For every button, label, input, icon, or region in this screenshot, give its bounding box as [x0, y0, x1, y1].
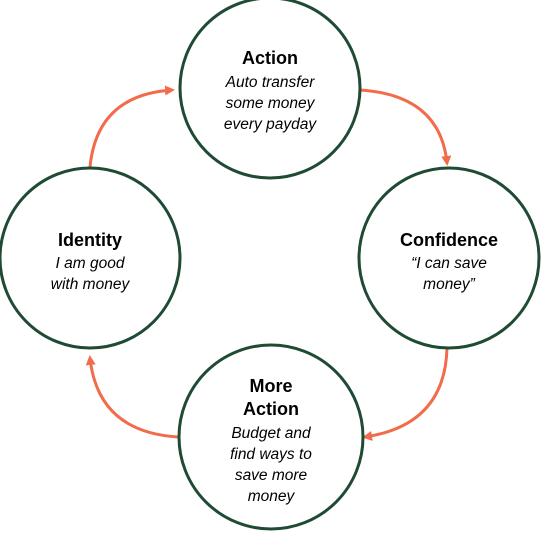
node-identity-circle: [0, 166, 182, 350]
node-action-line3: every payday: [224, 116, 317, 133]
node-confidence-title: Confidence: [400, 230, 498, 250]
arrow-identity-to-action: [88, 85, 175, 168]
node-confidence-circle: [357, 166, 541, 350]
node-confidence-line2: money”: [423, 276, 476, 293]
node-more-action: More Action Budget and find ways to save…: [177, 343, 365, 531]
node-confidence-line1: “I can save: [411, 255, 487, 272]
arrow-action-to-confidence: [359, 88, 452, 166]
node-confidence: Confidence “I can save money”: [357, 166, 541, 350]
node-more-action-title1: More: [249, 376, 292, 396]
node-action: Action Auto transfer some money every pa…: [178, 0, 362, 180]
node-identity-line2: with money: [51, 276, 131, 293]
node-identity: Identity I am good with money: [0, 166, 182, 350]
node-action-circle: [178, 0, 362, 180]
node-identity-title: Identity: [58, 230, 122, 250]
node-more-action-line1: Budget and: [231, 425, 312, 442]
node-more-action-line4: money: [248, 488, 296, 505]
node-more-action-line3: save more: [235, 467, 308, 484]
node-more-action-line2: find ways to: [230, 446, 312, 463]
node-identity-line1: I am good: [56, 255, 126, 272]
arrow-more-action-to-identity: [85, 355, 179, 439]
node-action-line2: some money: [226, 95, 316, 112]
node-more-action-circle: [177, 343, 365, 531]
arrow-confidence-to-more-action: [362, 347, 449, 441]
node-action-line1: Auto transfer: [225, 74, 316, 91]
node-more-action-title2: Action: [243, 399, 299, 419]
node-action-title: Action: [242, 48, 298, 68]
